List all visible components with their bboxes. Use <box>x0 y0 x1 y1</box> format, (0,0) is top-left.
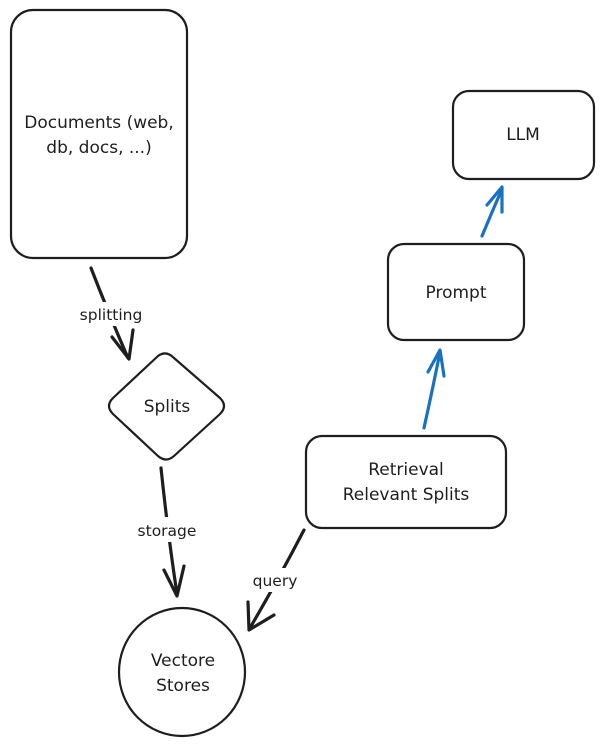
retrieval-label-line2: Relevant Splits <box>343 485 470 505</box>
retrieval-box <box>304 434 508 530</box>
node-splits: Splits <box>107 352 226 461</box>
vector-stores-circle <box>117 606 247 738</box>
edge-prompt-to-llm <box>480 185 504 238</box>
splits-diamond <box>107 352 226 461</box>
arrowhead-prompt <box>426 348 446 378</box>
edge-line-prompt-llm <box>480 187 504 238</box>
node-vector-stores: Vectore Stores <box>117 606 247 738</box>
documents-box <box>9 8 189 260</box>
edge-line-retrieval-prompt <box>422 350 442 430</box>
edge-label-bg <box>68 302 156 326</box>
arrowhead-vector-stores-from-retrieval <box>246 600 276 632</box>
edge-label-bg <box>124 517 210 542</box>
vector-stores-label-line1: Vectore <box>151 651 215 671</box>
edge-label-splitting: splitting <box>80 306 143 324</box>
edge-splits-to-vector-stores: storage <box>124 466 210 598</box>
edge-label-bg <box>246 568 304 592</box>
arrowhead-splits <box>110 328 135 361</box>
node-documents: Documents (web, db, docs, ...) <box>9 8 189 260</box>
prompt-label: Prompt <box>426 283 487 303</box>
documents-label-line1: Documents (web, <box>24 113 174 133</box>
llm-label: LLM <box>506 125 540 145</box>
arrowhead-vector-stores-from-splits <box>162 564 186 598</box>
edge-documents-to-splits: splitting <box>68 266 156 361</box>
edge-retrieval-to-prompt <box>422 348 446 430</box>
splits-label: Splits <box>144 397 191 417</box>
llm-box <box>451 89 596 181</box>
node-retrieval: Retrieval Relevant Splits <box>304 434 508 530</box>
retrieval-label-line1: Retrieval <box>368 460 444 480</box>
documents-label-line2: db, docs, ...) <box>46 138 151 158</box>
vector-stores-label-line2: Stores <box>156 676 210 696</box>
prompt-box <box>386 242 526 342</box>
arrowhead-llm <box>485 185 504 214</box>
node-llm: LLM <box>451 89 596 181</box>
edge-label-storage: storage <box>138 522 197 540</box>
node-prompt: Prompt <box>386 242 526 342</box>
edge-label-query: query <box>253 572 298 590</box>
edge-retrieval-to-vector-stores: query <box>246 528 306 632</box>
